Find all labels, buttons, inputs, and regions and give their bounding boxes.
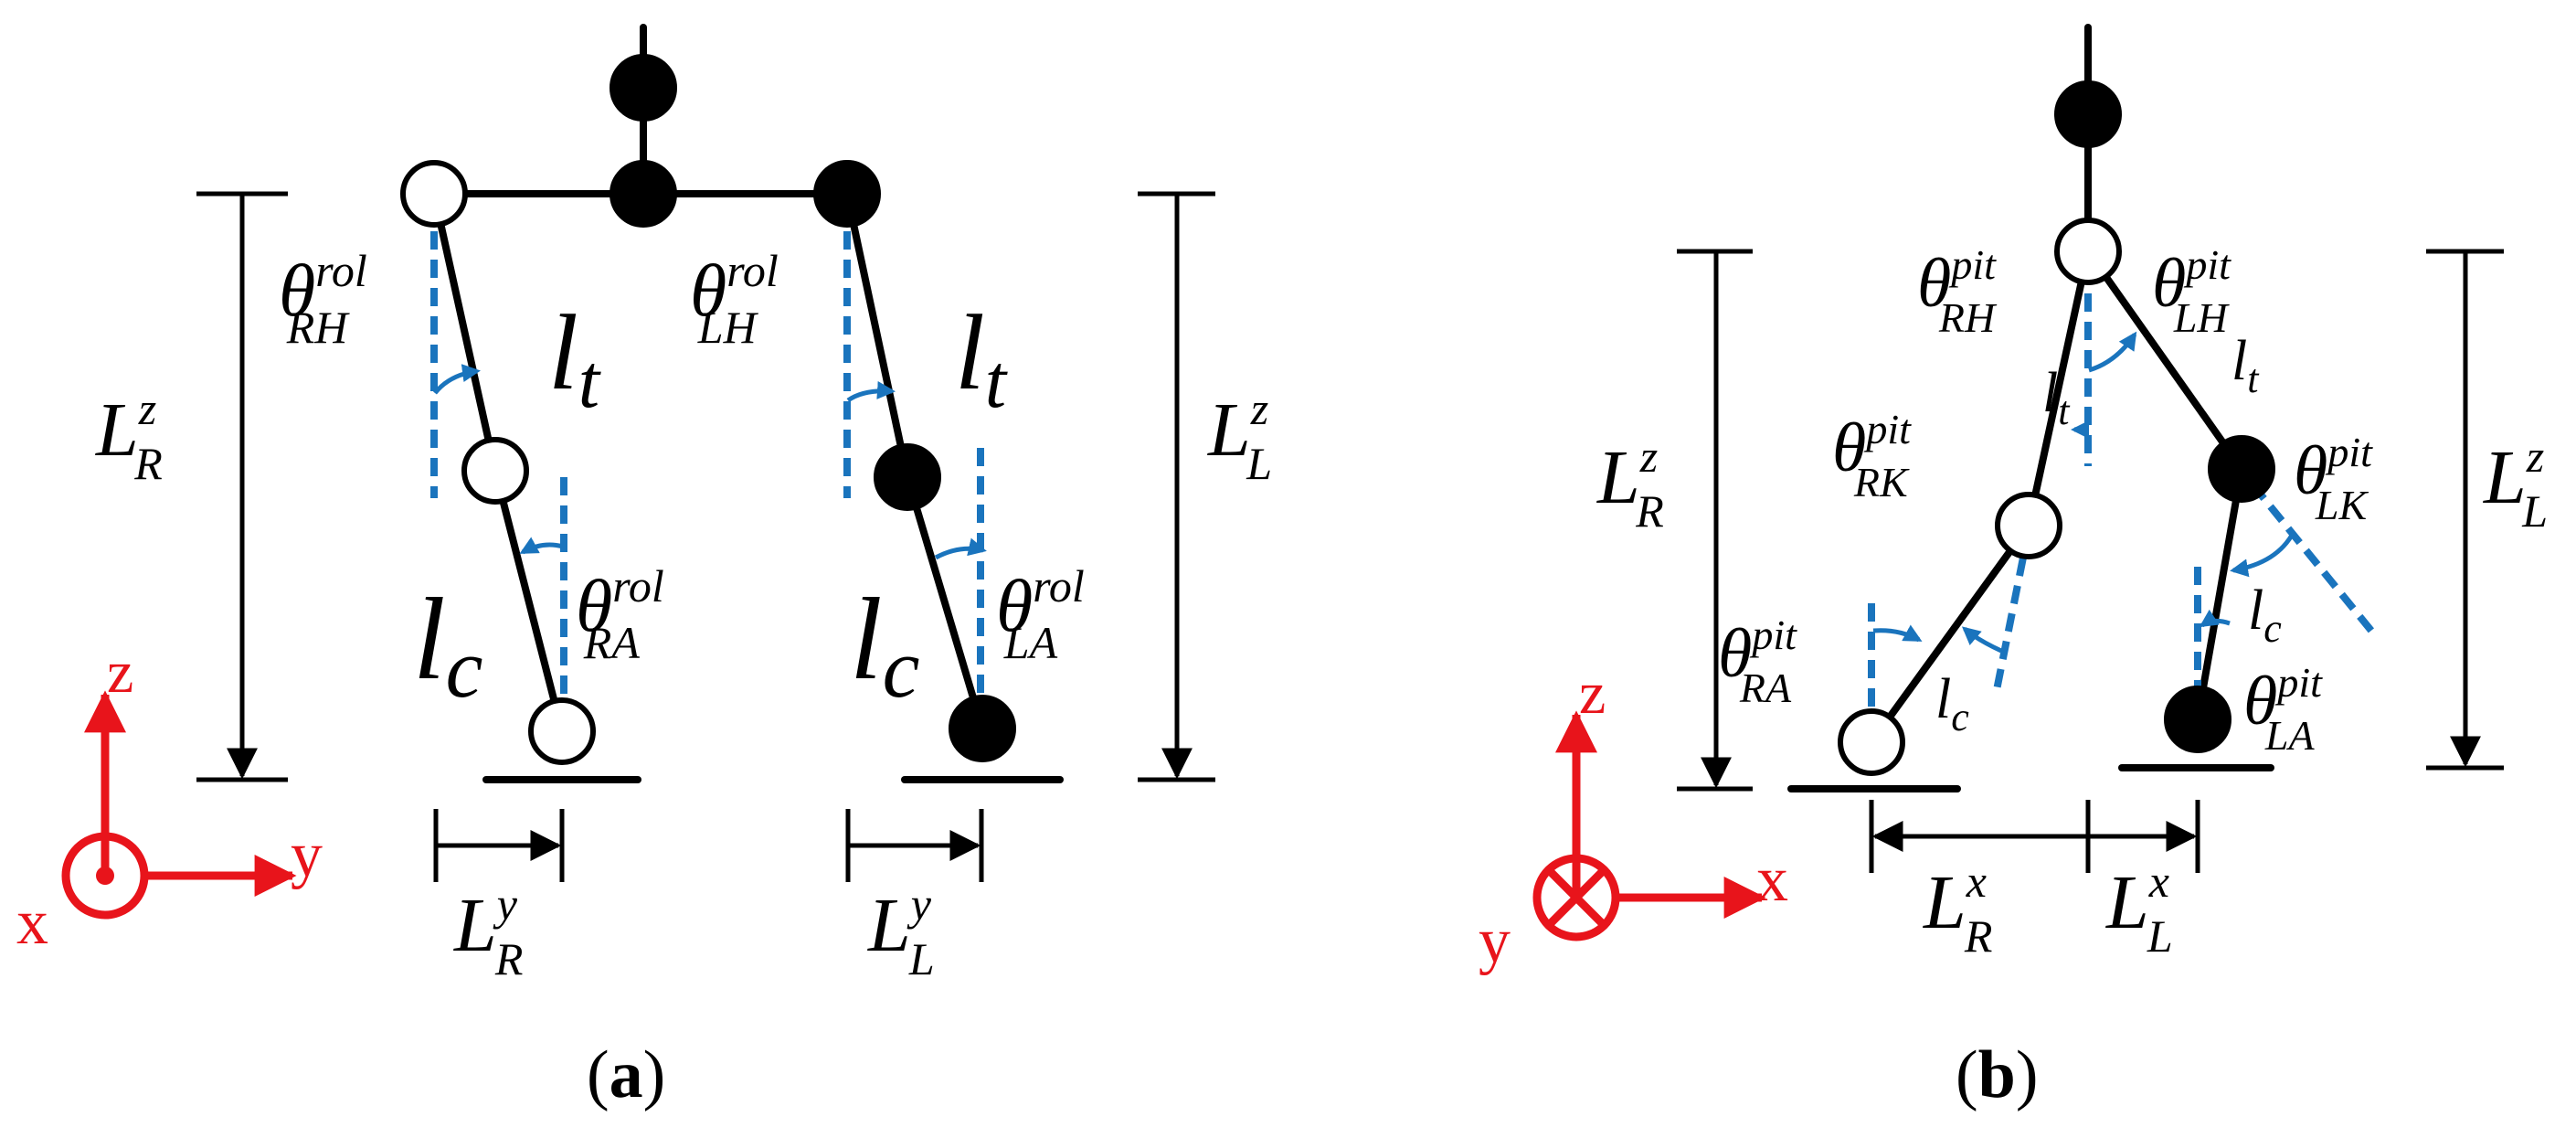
- dimensions-a: [196, 191, 1215, 882]
- y-axis-cross-icon-b-2: [1545, 867, 1607, 929]
- panel-b-caption: (b): [1956, 1037, 2038, 1112]
- axis-label-z-a: z: [107, 639, 133, 706]
- label-thigh-length-left-b: lt: [2231, 330, 2260, 401]
- theta-ra-arc-b: [1872, 624, 1923, 643]
- panel-a-caption: (a): [587, 1037, 665, 1112]
- label-thigh-length-right-a: lt: [548, 292, 602, 424]
- left-shank-link-a: [904, 473, 986, 732]
- right-ankle-joint-a: [528, 697, 596, 765]
- coordinate-frame-b: [1532, 710, 1766, 941]
- theta-la-arc-b: [2199, 609, 2231, 628]
- coordinate-frame-a: [61, 690, 297, 920]
- links-b: [1787, 24, 2274, 792]
- label-thigh-length-left-a: lt: [955, 292, 1009, 424]
- axis-label-z-b: z: [1579, 660, 1606, 727]
- right-shank-link-b: [1868, 522, 2032, 746]
- theta-la-arc-a: [934, 537, 987, 560]
- theta-ra-arc-a: [519, 537, 564, 555]
- left-knee-thigh-extension-reference-b: [2249, 482, 2375, 633]
- joints-b: [1838, 80, 2275, 776]
- theta-lk-arc-b: [2230, 530, 2296, 578]
- right-knee-joint-a: [461, 437, 529, 505]
- right-knee-joint-b: [1995, 492, 2062, 559]
- axis-label-y-a: y: [291, 820, 323, 890]
- right-thigh-link-a: [430, 190, 499, 474]
- label-shank-length-left-a: lc: [850, 574, 919, 715]
- right-shank-link-a: [492, 467, 566, 735]
- label-shank-length-left-b: lc: [2248, 580, 2282, 651]
- axis-label-y-b: y: [1479, 906, 1511, 976]
- axis-label-x-b: x: [1756, 845, 1788, 915]
- left-ankle-joint-b: [2164, 686, 2231, 753]
- x-axis-out-of-plane-circle-a: [61, 832, 149, 920]
- hip-joint-b: [2054, 218, 2122, 285]
- theta-rk-arc-b: [1961, 626, 2003, 654]
- head-joint-a: [610, 54, 677, 122]
- y-axis-into-plane-circle-b: [1532, 854, 1620, 941]
- theta-lh-arc-a: [846, 380, 896, 403]
- right-thigh-link-b: [2025, 248, 2092, 529]
- label-shank-length-right-b: lc: [1935, 668, 1969, 739]
- left-knee-joint-b: [2208, 435, 2275, 503]
- right-ankle-joint-b: [1838, 708, 1905, 776]
- joints-a: [400, 54, 1016, 765]
- label-shank-length-right-a: lc: [413, 574, 482, 715]
- reference-lines-a: [430, 203, 984, 736]
- left-thigh-link-a: [843, 190, 911, 481]
- theta-lh-arc-b: [2088, 331, 2137, 373]
- angle-arcs-b: [1872, 331, 2296, 654]
- left-shank-link-b: [2194, 465, 2245, 723]
- axis-label-x-a: x: [16, 888, 48, 958]
- pelvis-center-joint-a: [610, 160, 677, 228]
- links-a: [430, 24, 1064, 783]
- label-thigh-length-right-b: lt: [2042, 362, 2071, 433]
- theta-rh-arc-b: [2071, 420, 2091, 439]
- angle-arcs-a: [433, 364, 987, 560]
- right-hip-joint-a: [400, 160, 468, 228]
- left-thigh-link-b: [2084, 248, 2245, 473]
- theta-rh-arc-a: [433, 364, 481, 395]
- left-knee-joint-a: [874, 443, 941, 511]
- left-ankle-joint-a: [949, 695, 1016, 762]
- head-joint-b: [2054, 80, 2122, 148]
- dimensions-b: [1677, 249, 2504, 873]
- x-axis-dot-icon-a: [96, 867, 114, 885]
- left-hip-joint-a: [813, 160, 881, 228]
